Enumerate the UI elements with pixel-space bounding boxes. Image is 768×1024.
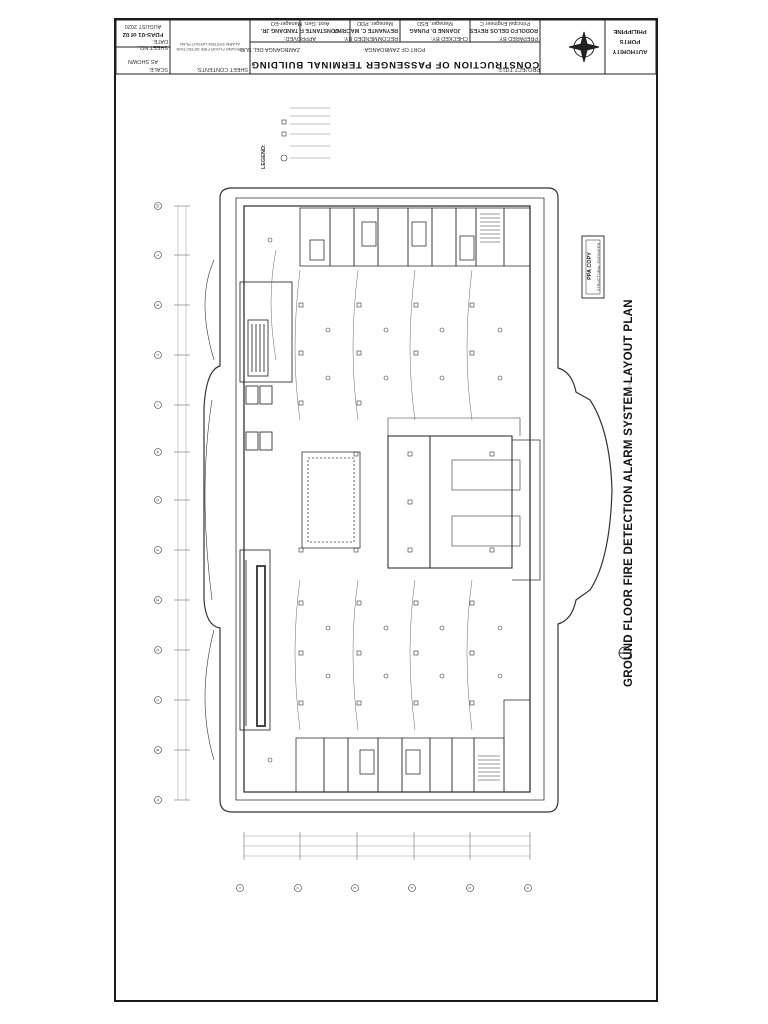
- approved-role: Asst. Gen. Manager-EO: [270, 20, 330, 26]
- title-block-frame: [115, 19, 657, 75]
- agency-name-line3: AUTHORITY: [612, 48, 648, 54]
- legend-label: LEGEND:: [261, 144, 267, 169]
- grid-row-label: B: [155, 748, 160, 752]
- escalator-block-upper: [239, 281, 293, 451]
- escalator-block-lower: [239, 549, 271, 731]
- ppa-copy-stamp-box: [581, 235, 605, 299]
- stamp-line2: STRUCTURAL ENGINEER: [596, 242, 601, 292]
- central-atrium: [301, 451, 361, 549]
- service-rooms-bottom: [295, 699, 531, 793]
- sheet-no-value: FDAS-01 of 02: [122, 31, 164, 37]
- checked-by-role: Manager, ESD: [417, 20, 453, 26]
- date-value: AUGUST 2020: [124, 23, 162, 29]
- ppa-logo: [568, 31, 600, 63]
- grid-col-label: 1: [237, 886, 242, 890]
- prepared-by-name: RODOLFO DELOS REYES: [469, 27, 538, 33]
- sheet-no-label: SHEET NO.:: [136, 44, 168, 50]
- grid-col-label: 6: [525, 886, 530, 890]
- project-title: CONSTRUCTION OF PASSENGER TERMINAL BUILD…: [250, 59, 540, 70]
- plan-number-bubble: [618, 646, 632, 660]
- grid-col-label: 4: [409, 886, 414, 890]
- project-location-line1: PORT OF ZAMBOANGA: [364, 46, 426, 52]
- plan-title: GROUND FLOOR FIRE DETECTION ALARM SYSTEM…: [623, 299, 635, 687]
- agency-name-line2: PORTS: [619, 38, 641, 44]
- drawing-sheet-border: [114, 18, 658, 1002]
- grid-col-label: 3: [352, 886, 357, 890]
- scale-value: AS SHOWN: [128, 58, 158, 64]
- grid-row-label: A: [155, 798, 160, 802]
- sheet-contents-label: SHEET CONTENTS:: [196, 66, 248, 72]
- grid-row-label: D: [155, 648, 160, 652]
- checked-by-name: JOANNE D. PUNAG: [409, 27, 461, 33]
- grid-row-label: C: [155, 698, 160, 702]
- grid-row-label: J: [155, 354, 160, 356]
- scale-label: SCALE:: [148, 66, 168, 72]
- prepared-by-role: Principal Engineer C: [479, 20, 531, 26]
- plan-scale: 1:300 M: [627, 381, 632, 396]
- recommended-by-name: REYNANTE C. MACRINA: [333, 27, 398, 33]
- grid-axis-lines: [177, 206, 530, 857]
- grid-row-label: K: [155, 303, 160, 307]
- prepared-by-label: PREPARED BY:: [498, 35, 538, 41]
- grid-col-label: 5: [467, 886, 472, 890]
- stair-top-right: [480, 213, 500, 243]
- checked-by-label: CHECKED BY:: [431, 35, 468, 41]
- service-rooms-top: [299, 207, 531, 267]
- project-location-line2: ZAMBOANGA DEL SUR: [239, 46, 300, 52]
- row-grid-bubbles: [154, 202, 162, 804]
- legend-symbols: [280, 107, 330, 162]
- sheet-contents-text: GROUND FLOOR FIRE DETECTION ALARM SYSTEM…: [176, 42, 244, 52]
- date-label: DATE:: [152, 38, 168, 44]
- column-grid-bubbles: [236, 884, 532, 892]
- plan-number: 1: [620, 651, 626, 655]
- grid-col-label: 2: [295, 886, 300, 890]
- grid-row-label: H: [155, 450, 160, 454]
- stamp-line1: PPA COPY: [587, 252, 593, 280]
- grid-row-label: G: [155, 498, 160, 502]
- recommended-by-role: Manager, PDD: [356, 20, 394, 26]
- fdas-wiring-runs: [270, 249, 473, 731]
- recommended-by-label: RECOMMENDED BY:: [343, 35, 398, 41]
- grid-row-label: E: [155, 598, 160, 602]
- stair-bottom-right: [478, 755, 500, 781]
- main-hall-room: [387, 417, 541, 581]
- approved-name: CONSTANTE F. TANDANG JR.: [260, 27, 340, 33]
- smoke-detectors: [298, 302, 495, 706]
- grid-row-label: M: [155, 204, 160, 208]
- grid-row-label: L: [155, 253, 160, 257]
- heat-detectors: [267, 237, 503, 763]
- agency-name-line1: PHILIPPINE: [613, 28, 647, 34]
- grid-row-label: F: [155, 548, 160, 552]
- approved-label: APPROVED:: [283, 35, 317, 41]
- grid-row-label: I: [155, 404, 160, 406]
- dimension-ticks: [174, 205, 531, 860]
